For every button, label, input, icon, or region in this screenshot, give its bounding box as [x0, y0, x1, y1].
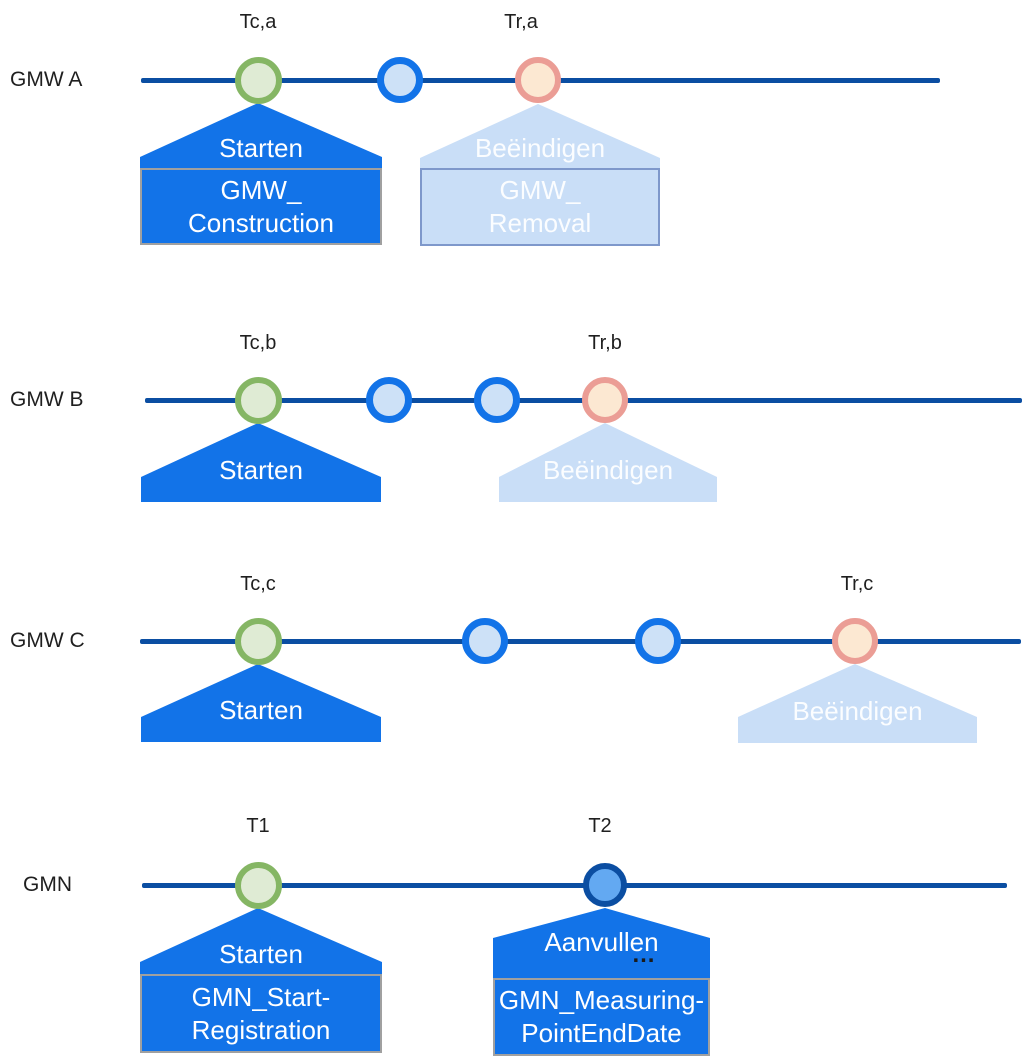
event-marker-green [234, 56, 282, 104]
event-marker-blue [462, 618, 508, 664]
callout-rect-gmn-1: GMN_Measuring-PointEndDate [493, 978, 710, 1056]
event-label: Tr,a [504, 11, 538, 33]
callout-rect-line: GMN_Start- [191, 981, 331, 1012]
callout-rect-line: Construction [188, 207, 334, 238]
event-label: Tc,a [239, 11, 277, 33]
callout-roof-gmw-b-0: Starten [141, 423, 381, 502]
row-label-gmn: GMN [23, 873, 72, 896]
timeline-gmw-c [140, 639, 1021, 644]
callout-rect-gmn-0: GMN_Start-Registration [140, 974, 382, 1053]
callout-roof-gmw-c-1: Beëindigen [738, 664, 977, 743]
callout-label: Beëindigen [474, 133, 606, 163]
row-label-gmw-a: GMW A [10, 68, 83, 91]
event-marker-blue [635, 618, 681, 664]
callout-rect-line: GMN_Measuring- [498, 985, 705, 1015]
event-marker-orange [582, 377, 628, 423]
callout-roof-gmn-0: Starten [140, 908, 382, 974]
callout-rect-line: PointEndDate [521, 1018, 682, 1048]
event-marker-green [234, 376, 282, 424]
callout-roof-gmn-1: Aanvullen [493, 908, 710, 978]
event-label: Tr,b [588, 332, 622, 354]
callout-ellipsis: … [631, 941, 659, 968]
event-marker-green [234, 861, 282, 909]
callout-rect-line: GMW_ [220, 174, 302, 205]
event-marker-green [234, 617, 282, 665]
event-label: T2 [588, 815, 612, 837]
event-marker-blue [377, 57, 423, 103]
callout-label: Starten [219, 133, 303, 163]
callout-label: Starten [219, 455, 303, 485]
callout-rect-gmw-a-1: GMW_Removal [420, 168, 660, 246]
callout-roof-gmw-b-1: Beëindigen [499, 423, 717, 502]
event-marker-orange [515, 57, 561, 103]
callout-label: Starten [219, 695, 303, 725]
callout-label: Aanvullen [544, 927, 659, 957]
callout-rect-line: Registration [191, 1014, 331, 1045]
callout-label: Beëindigen [792, 696, 923, 726]
event-label: Tc,b [239, 332, 277, 354]
event-marker-orange [832, 618, 878, 664]
event-marker-blue [474, 377, 520, 423]
row-label-gmw-b: GMW B [10, 388, 84, 411]
event-label: T1 [246, 815, 270, 837]
event-label: Tr,c [840, 573, 874, 595]
event-marker-navy [583, 863, 627, 907]
callout-roof-gmw-c-0: Starten [141, 664, 381, 742]
callout-roof-gmw-a-1: Beëindigen [420, 104, 660, 168]
callout-rect-line: GMW_ [499, 175, 581, 205]
callout-rect-gmw-a-0: GMW_Construction [140, 168, 382, 245]
timeline-gmn [142, 883, 1007, 888]
event-marker-blue [366, 377, 412, 423]
callout-roof-gmw-a-0: Starten [140, 103, 382, 168]
callout-label: Beëindigen [542, 455, 674, 485]
callout-label: Starten [219, 939, 303, 969]
callout-rect-line: Removal [488, 208, 592, 238]
row-label-gmw-c: GMW C [10, 629, 85, 652]
event-label: Tc,c [240, 573, 276, 595]
